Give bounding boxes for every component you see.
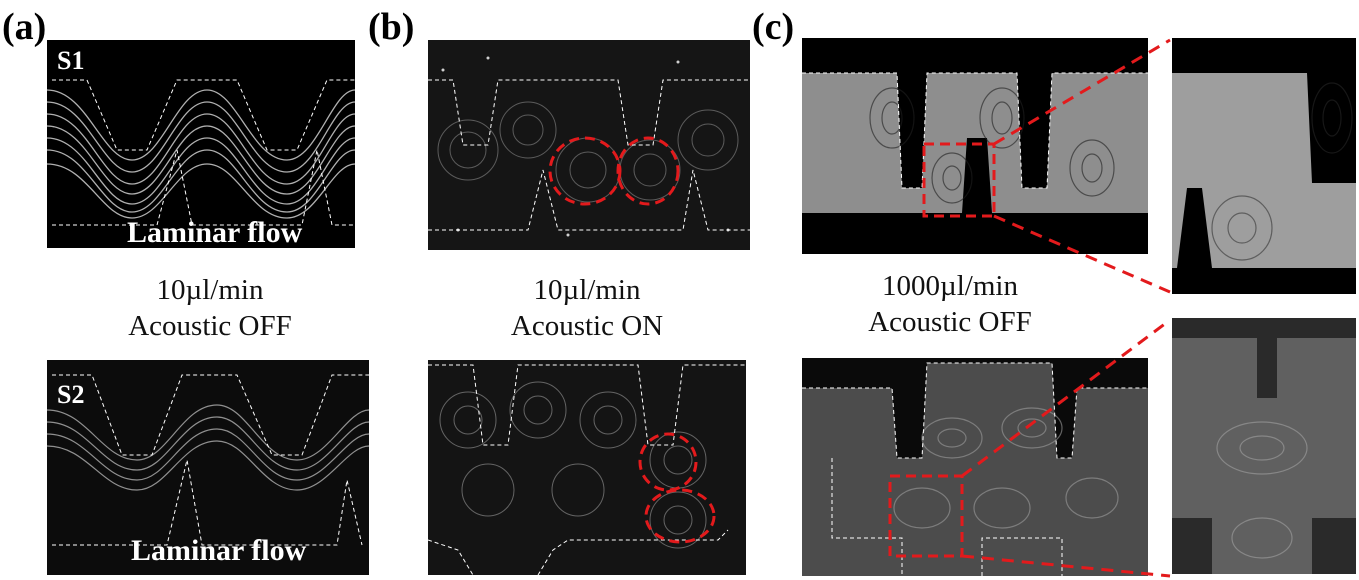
laminar-streamlines-s1 <box>47 79 355 226</box>
zoomed-vortex-bottom <box>1172 338 1356 574</box>
zoom-box-c-bottom <box>888 474 964 558</box>
caption-c: 1000µl/min Acoustic OFF <box>800 268 1100 341</box>
caption-a: 10µl/min Acoustic OFF <box>60 272 360 345</box>
caption-b-rate: 10µl/min <box>533 274 641 306</box>
vortex-streamlines-c-bottom <box>802 362 1148 576</box>
caption-b: 10µl/min Acoustic ON <box>437 272 737 345</box>
connector-bottom-upper <box>961 318 1171 478</box>
image-a-s1: S1 Laminar flow <box>47 40 355 248</box>
acoustic-vortex-field-top <box>428 56 750 237</box>
sample-label-s2: S2 <box>57 380 85 409</box>
highlight-circles-b-bottom <box>638 432 716 544</box>
image-b-top <box>428 40 750 250</box>
image-a-s2: S2 Laminar flow <box>47 360 369 575</box>
vortex-streamlines-c-top <box>802 72 1148 218</box>
acoustic-vortex-field-bottom <box>428 364 746 575</box>
image-b-bottom <box>428 360 746 575</box>
highlight-circles-b <box>548 136 680 206</box>
caption-b-state: Acoustic ON <box>510 310 664 343</box>
zoomed-vortex-top <box>1172 73 1356 268</box>
connector-top-upper <box>993 38 1171 146</box>
laminar-streamlines-s2 <box>47 374 369 546</box>
caption-a-state: Acoustic OFF <box>128 310 292 343</box>
laminar-flow-label-top: Laminar flow <box>127 216 303 248</box>
sample-label-s1: S1 <box>57 46 85 75</box>
image-c-zoom-bottom <box>1172 318 1356 574</box>
laminar-flow-label-bottom: Laminar flow <box>131 534 307 567</box>
zoom-box-c-top <box>922 142 996 218</box>
image-c-top <box>802 38 1148 254</box>
caption-c-state: Acoustic OFF <box>868 306 1032 339</box>
image-c-bottom <box>802 358 1148 576</box>
panel-label-c: (c) <box>752 6 795 48</box>
panel-label-a: (a) <box>2 6 47 48</box>
caption-a-rate: 10µl/min <box>156 274 264 306</box>
caption-c-rate: 1000µl/min <box>882 270 1018 302</box>
connector-top-lower <box>993 214 1171 294</box>
image-c-zoom-top <box>1172 38 1356 294</box>
panel-label-b: (b) <box>368 6 415 48</box>
connector-bottom-lower <box>961 554 1171 578</box>
